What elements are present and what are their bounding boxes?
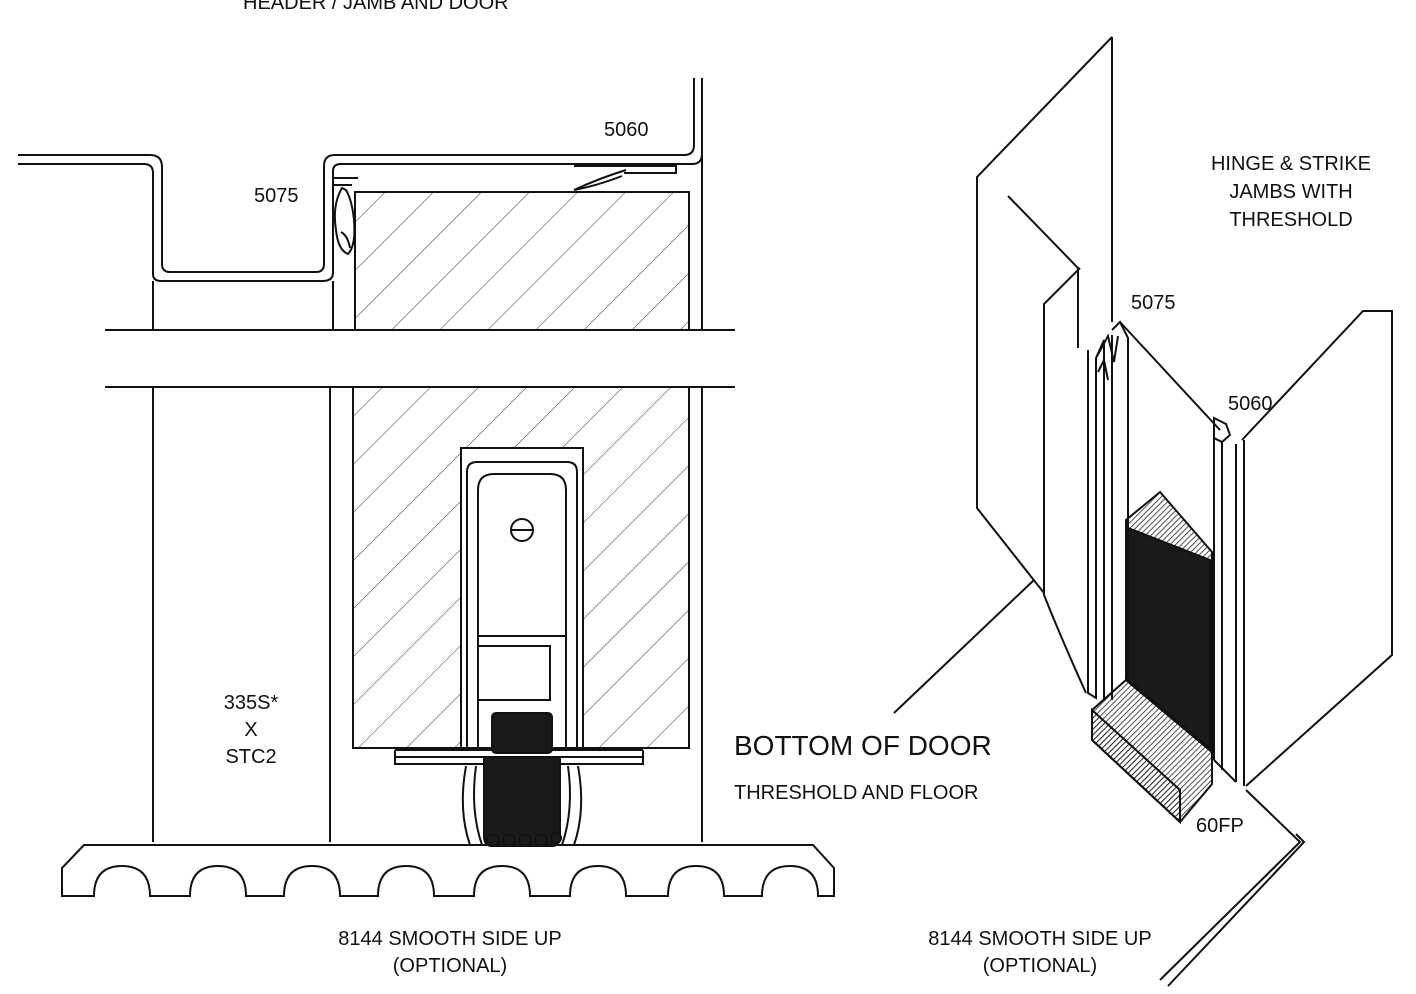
right-60fp-label: 60FP xyxy=(1196,815,1244,837)
hinge-strike-label: HINGE & STRIKE JAMBS WITH THRESHOLD xyxy=(1176,150,1406,234)
header-jamb-frame xyxy=(18,78,703,330)
right-5075-label: 5075 xyxy=(1131,292,1176,314)
right-8144-label: 8144 SMOOTH SIDE UP (OPTIONAL) xyxy=(890,926,1190,980)
left-8144-line2: (OPTIONAL) xyxy=(392,955,508,977)
hinge-strike-line1: HINGE & STRIKE xyxy=(1210,153,1372,175)
bottom-of-door-label: BOTTOM OF DOOR xyxy=(734,730,992,761)
right-8144-line2: (OPTIONAL) xyxy=(982,955,1098,977)
door-section-upper xyxy=(354,191,690,331)
right-5060-label: 5060 xyxy=(1228,393,1273,415)
threshold-335s-line3: STC2 xyxy=(225,746,277,768)
threshold-335s-line2: X xyxy=(244,719,258,741)
hinge-strike-line3: THRESHOLD xyxy=(1229,209,1353,231)
left-5060-label: 5060 xyxy=(604,119,649,141)
right-8144-line1: 8144 SMOOTH SIDE UP xyxy=(928,928,1152,950)
header-jamb-door-label: HEADER / JAMB AND DOOR xyxy=(243,0,509,14)
iso-floor-line xyxy=(1159,789,1306,987)
threshold-floor-label: THRESHOLD AND FLOOR xyxy=(734,782,979,804)
hinge-strike-line2: JAMBS WITH xyxy=(1229,181,1353,203)
left-5075-label: 5075 xyxy=(254,185,299,207)
left-8144-label: 8144 SMOOTH SIDE UP (OPTIONAL) xyxy=(300,926,600,980)
threshold-335s-line1: 335S* xyxy=(223,692,279,714)
threshold-335s-profile xyxy=(61,844,835,897)
iso-jamb-panels xyxy=(893,36,1393,787)
threshold-335s-label: 335S* X STC2 xyxy=(196,690,306,771)
iso-seal-5075 xyxy=(1087,320,1129,700)
seal-5060-profile xyxy=(573,165,677,191)
iso-seal-5060 xyxy=(1213,416,1245,786)
seal-5075-profile xyxy=(333,177,358,256)
iso-door-edge xyxy=(1125,490,1213,755)
door-bottom-seal xyxy=(483,712,562,847)
iso-threshold-60fp xyxy=(1091,678,1213,825)
left-8144-line1: 8144 SMOOTH SIDE UP xyxy=(338,928,562,950)
